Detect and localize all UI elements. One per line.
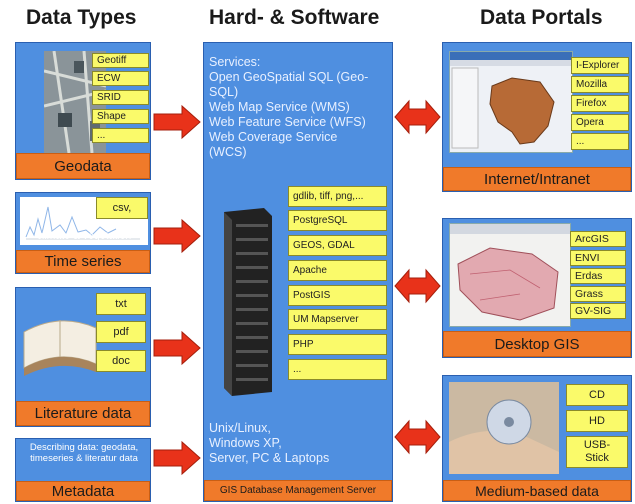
- tag-arcgis: ArcGIS: [570, 231, 626, 247]
- browser-screenshot-image: [449, 51, 573, 153]
- arrow-geodata-to-server: [153, 104, 201, 140]
- services-line: SQL): [209, 85, 239, 99]
- tag-grass: Grass: [570, 286, 626, 302]
- server-rack-image: [214, 208, 276, 396]
- browser-map-graphic: [450, 52, 572, 149]
- services-line: Web Feature Service (WFS): [209, 115, 366, 129]
- cd-hand-graphic: [449, 382, 559, 474]
- arrow-server-internet: [394, 99, 441, 135]
- desktop-label: Desktop GIS: [443, 331, 631, 357]
- sw-um-mapserver: UM Mapserver: [288, 309, 387, 330]
- medium-panel: CD HD USB- Stick Medium-based data: [442, 375, 632, 502]
- desktop-panel: ArcGIS ENVI Erdas Grass GV-SIG Desktop G…: [442, 218, 632, 358]
- sw-php: PHP: [288, 334, 387, 355]
- gis-screenshot-image: [449, 223, 571, 327]
- metadata-panel: Describing data: geodata, timeseries & l…: [15, 438, 151, 502]
- server-rack-graphic: [224, 208, 272, 396]
- tag-iexplorer: I-Explorer: [571, 57, 629, 74]
- open-book-image: [20, 302, 100, 380]
- header-data-portals: Data Portals: [480, 6, 603, 29]
- geodata-panel: Geotiff ECW SRID Shape ... Geodata: [15, 42, 151, 180]
- tag-pdf: pdf: [96, 321, 146, 343]
- tag-opera: Opera: [571, 114, 629, 131]
- metadata-caption: Describing data: geodata, timeseries & l…: [29, 442, 139, 464]
- services-line: Web Map Service (WMS): [209, 100, 350, 114]
- tag-ecw: ECW: [92, 71, 149, 86]
- sw-postgis: PostGIS: [288, 285, 387, 306]
- tag-srid: SRID: [92, 90, 149, 105]
- tag-usb-stick: USB- Stick: [566, 436, 628, 468]
- internet-label: Internet/Intranet: [443, 167, 631, 191]
- metadata-label: Metadata: [16, 481, 150, 501]
- platform-line: Unix/Linux,: [209, 421, 271, 435]
- book-graphic: [23, 320, 97, 376]
- timeseries-label: Time series: [16, 250, 150, 273]
- arrow-server-medium: [394, 419, 441, 455]
- services-line: Services:: [209, 55, 261, 69]
- tag-cd: CD: [566, 384, 628, 406]
- center-footer-label: GIS Database Management Server: [204, 480, 392, 501]
- tag-mozilla: Mozilla: [571, 76, 629, 93]
- literature-label: Literature data: [16, 401, 150, 426]
- tag-doc: doc: [96, 350, 146, 372]
- tag-browser-more: ...: [571, 133, 629, 150]
- platform-line: Server, PC & Laptops: [209, 451, 330, 465]
- arrow-literature-to-server: [153, 330, 201, 366]
- internet-panel: I-Explorer Mozilla Firefox Opera ... Int…: [442, 42, 632, 192]
- header-data-types: Data Types: [26, 6, 137, 29]
- literature-panel: txt pdf doc Literature data: [15, 287, 151, 427]
- arrow-server-desktop: [394, 268, 441, 304]
- sw-more: ...: [288, 359, 387, 380]
- tag-firefox: Firefox: [571, 95, 629, 112]
- arrow-timeseries-to-server: [153, 218, 201, 254]
- timeseries-caption: climate & vegetation: [36, 230, 132, 242]
- timeseries-panel: csv, climate & vegetation Time series: [15, 192, 151, 274]
- header-hard-software: Hard- & Software: [209, 6, 380, 29]
- sw-postgresql: PostgreSQL: [288, 210, 387, 231]
- tag-csv: csv,: [96, 197, 148, 219]
- services-line: (WCS): [209, 145, 247, 159]
- geodata-label: Geodata: [16, 153, 150, 179]
- center-server-panel: Services: Open GeoSpatial SQL (Geo- SQL)…: [203, 42, 393, 502]
- services-line: Open GeoSpatial SQL (Geo-: [209, 70, 369, 84]
- tag-erdas: Erdas: [570, 268, 626, 284]
- gis-map-graphic: [450, 224, 570, 326]
- tag-envi: ENVI: [570, 250, 626, 266]
- tag-geotiff: Geotiff: [92, 53, 149, 68]
- cd-hand-image: [449, 382, 559, 474]
- platform-line: Windows XP,: [209, 436, 282, 450]
- sw-apache: Apache: [288, 260, 387, 281]
- timeseries-graph: [25, 206, 140, 240]
- sw-gdlib: gdlib, tiff, png,...: [288, 186, 387, 207]
- medium-label: Medium-based data: [443, 480, 631, 501]
- platform-text: Unix/Linux, Windows XP, Server, PC & Lap…: [209, 421, 391, 466]
- tag-hd: HD: [566, 410, 628, 432]
- sw-geos-gdal: GEOS, GDAL: [288, 235, 387, 256]
- services-line: Web Coverage Service: [209, 130, 338, 144]
- arrow-metadata-to-server: [153, 440, 201, 476]
- tag-gvsig: GV-SIG: [570, 303, 626, 319]
- tag-txt: txt: [96, 293, 146, 315]
- tag-shape: Shape: [92, 109, 149, 124]
- tag-more: ...: [92, 128, 149, 143]
- services-text: Services: Open GeoSpatial SQL (Geo- SQL)…: [209, 55, 391, 160]
